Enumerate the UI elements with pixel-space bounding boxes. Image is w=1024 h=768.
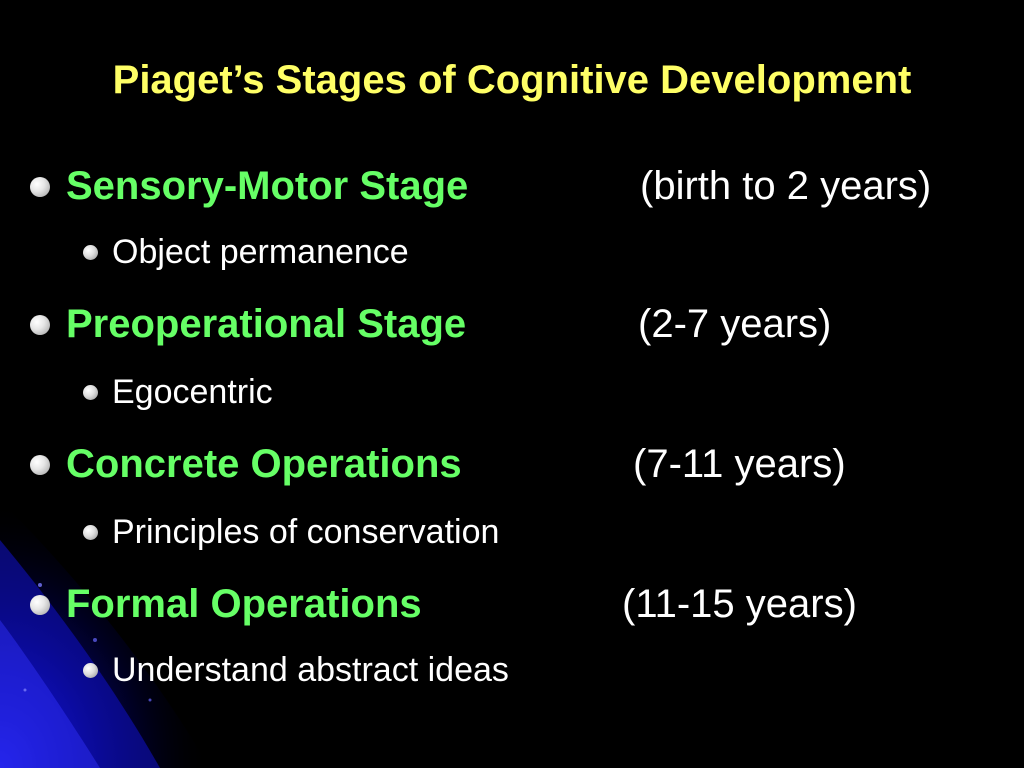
- sub-bullet-icon: [83, 525, 98, 540]
- bullet-icon: [30, 315, 50, 335]
- sub-bullet-icon: [83, 245, 98, 260]
- stage-name: Formal Operations: [66, 582, 422, 626]
- stage-detail: Egocentric: [112, 373, 273, 411]
- stage-detail: Understand abstract ideas: [112, 651, 509, 689]
- stage-name: Preoperational Stage: [66, 302, 467, 346]
- stage-age: (7-11 years): [633, 442, 846, 486]
- bullet-icon: [30, 595, 50, 615]
- stage-name: Concrete Operations: [66, 442, 462, 486]
- stage-age: (birth to 2 years): [640, 164, 932, 208]
- sub-bullet-icon: [83, 663, 98, 678]
- stage-age: (2-7 years): [638, 302, 832, 346]
- stage-detail: Object permanence: [112, 233, 409, 271]
- stage-detail: Principles of conservation: [112, 513, 500, 551]
- stage-age: (11-15 years): [622, 582, 857, 626]
- slide-title: Piaget’s Stages of Cognitive Development: [112, 58, 912, 102]
- bullet-icon: [30, 177, 50, 197]
- stage-name: Sensory-Motor Stage: [66, 164, 469, 208]
- sub-bullet-icon: [83, 385, 98, 400]
- bullet-icon: [30, 455, 50, 475]
